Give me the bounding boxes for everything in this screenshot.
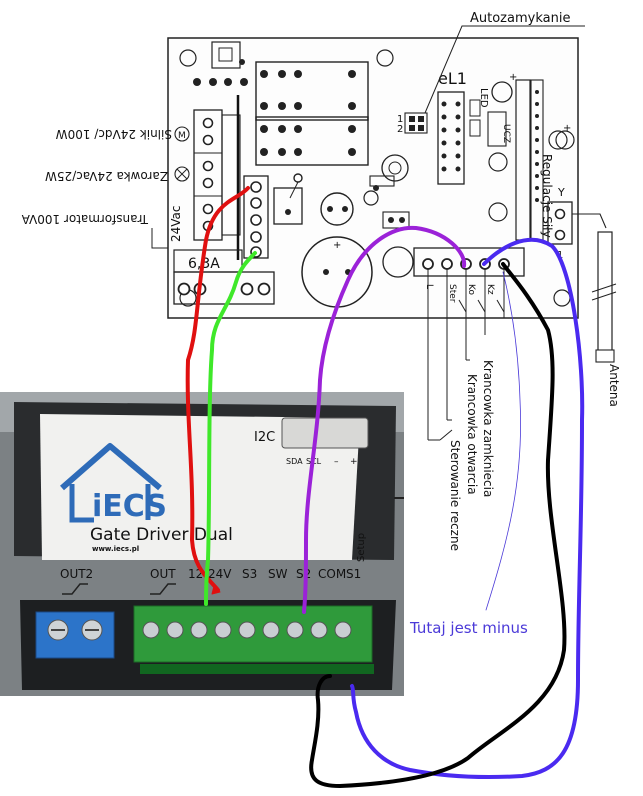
model-name: Gate Driver Dual (90, 525, 233, 545)
wires (185, 186, 585, 788)
black-wire (309, 262, 567, 788)
ts1-label: S1 (346, 567, 361, 581)
voltage-label: 24Vac (169, 206, 183, 243)
tsw-label: SW (268, 567, 288, 581)
antena-label: Antena (607, 364, 621, 407)
i2c-plus-label: + (350, 457, 358, 467)
minus-annotation: Tutaj jest minus (409, 619, 528, 637)
out2-label: OUT2 (60, 567, 93, 581)
i2c-label: I2C (254, 430, 275, 445)
house-logo-icon (60, 443, 162, 523)
silnik-label: Silnik 24Vdc/ 100W (56, 127, 172, 141)
jumper-label-1: 1 (397, 114, 403, 125)
zarowka-label: Zarowka 24Vac/25W (45, 169, 168, 183)
terminal-ster-label: Ster (447, 284, 457, 303)
svg-text:+: + (563, 123, 571, 134)
svg-text:+: + (509, 72, 517, 83)
setup-label: Setup (356, 533, 367, 562)
transformator-label: Transformator 100VA (21, 212, 149, 226)
red-wire (185, 186, 250, 592)
terminal-l-label: L (424, 284, 434, 289)
i2c-minus-label: – (334, 457, 339, 467)
brand-logo: iECS (92, 489, 167, 524)
jumper-label-2: 2 (397, 124, 403, 135)
antenna-y-label: Y (557, 186, 565, 199)
regulacje-sily-label: Regulacje Siły (540, 154, 554, 238)
purple-wire (302, 225, 467, 614)
ts3-label: S3 (242, 567, 257, 581)
sda-label: SDA (286, 457, 303, 466)
blue-wire (350, 237, 585, 780)
krancowka-otwarcia-label: Krancowka otwarcia (465, 374, 479, 495)
green-wire (204, 251, 257, 606)
terminal-kz-label: Kz (485, 284, 495, 295)
sterowanie-reczne-label: Sterowanie reczne (448, 440, 462, 551)
thin-annotation-line (485, 271, 521, 611)
tcom-label: COM (318, 567, 346, 581)
pcb-labels: Autozamykanie Silnik 24Vdc/ 100W M Zarow… (21, 11, 621, 551)
el1-label: eL1 (438, 69, 467, 88)
pcb-board: + 1 2 eL1 + LED UCZ (167, 37, 579, 319)
led-label: LED (478, 88, 489, 108)
svg-text:M: M (178, 131, 186, 141)
ucz-label: UCZ (501, 124, 511, 143)
terminal-ko-label: Ko (466, 284, 476, 295)
out-label: OUT (150, 567, 176, 581)
t24v-label: 24V (208, 567, 232, 581)
svg-text:+: + (333, 240, 341, 251)
website: www.iecs.pl (92, 545, 139, 553)
gate-driver-device: I2C SDA SCL – + iECS Gate Driver Dual ww… (0, 392, 404, 696)
autozamykanie-label: Autozamykanie (470, 11, 570, 26)
krancowka-zamkniecia-label: Krancowka zamkniecia (481, 360, 495, 497)
